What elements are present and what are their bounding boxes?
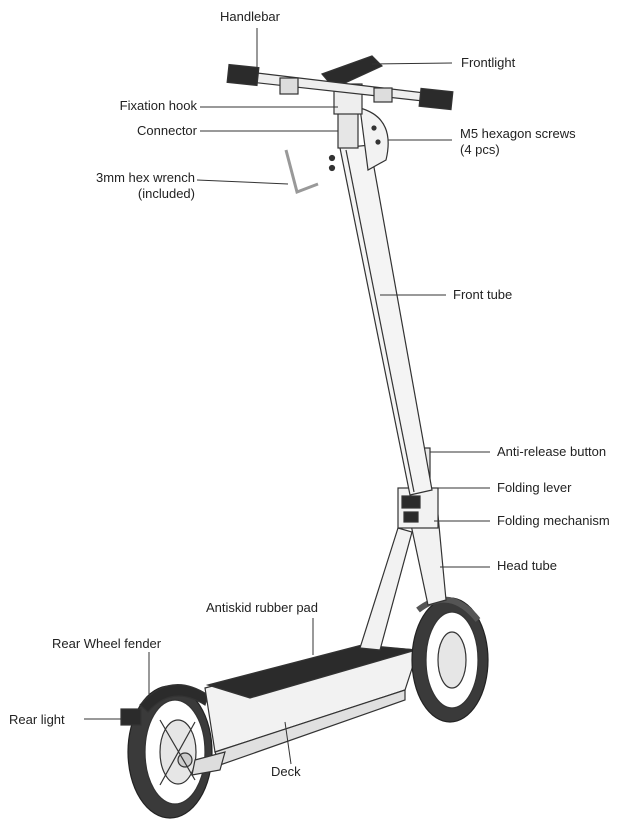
label-m5-screws-line1: M5 hexagon screws	[460, 126, 576, 141]
leader-deck	[284, 721, 292, 765]
label-folding-mechanism: Folding mechanism	[497, 513, 610, 528]
front-tube-shape	[339, 144, 433, 496]
label-frontlight: Frontlight	[461, 55, 516, 70]
label-m5-screws-line2: (4 pcs)	[460, 142, 500, 157]
label-hex-wrench-line2: (included)	[137, 186, 195, 201]
label-head-tube: Head tube	[497, 558, 557, 573]
label-folding-lever: Folding lever	[497, 480, 572, 495]
label-anti-release-button: Anti-release button	[497, 444, 607, 459]
label-handlebar: Handlebar	[220, 9, 280, 24]
handlebar-shape	[226, 63, 454, 111]
label-antiskid-rubber-pad: Antiskid rubber pad	[206, 600, 319, 615]
label-fixation-hook: Fixation hook	[119, 98, 197, 113]
rear-wheel	[127, 685, 213, 819]
label-connector: Connector	[137, 123, 197, 138]
hex-wrench-shape	[284, 149, 319, 194]
label-rear-wheel-fender: Rear Wheel fender	[52, 636, 162, 651]
rear-light-shape	[120, 708, 142, 726]
leader-hex-wrench	[196, 179, 289, 185]
front-wheel	[411, 596, 489, 723]
deck-shape	[191, 644, 419, 776]
leader-frontlight	[371, 62, 453, 65]
label-front-tube: Front tube	[453, 287, 513, 302]
label-rear-light: Rear light	[9, 712, 65, 727]
label-deck: Deck	[271, 764, 301, 779]
down-tube-shape	[359, 527, 413, 651]
label-hex-wrench-line1: 3mm hex wrench	[96, 170, 195, 185]
connector-shape	[328, 107, 389, 172]
